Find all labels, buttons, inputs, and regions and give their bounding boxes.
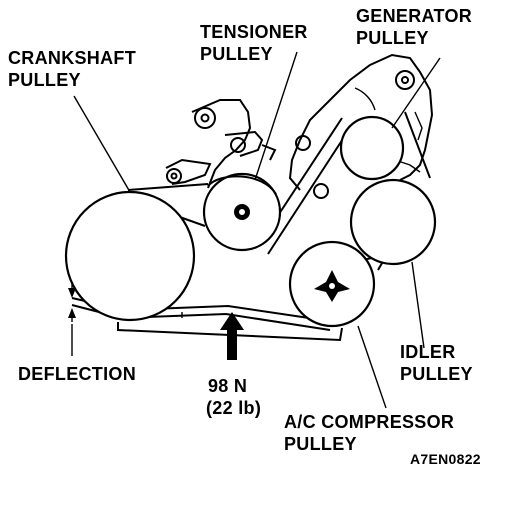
generator-pulley	[339, 115, 405, 181]
crankshaft-label-line1: CRANKSHAFT	[8, 48, 136, 68]
generator-label-line1: GENERATOR	[356, 6, 472, 26]
crankshaft-label-line2: PULLEY	[8, 70, 81, 90]
force-arrow	[220, 312, 244, 360]
force-label-line1: 98 N	[208, 376, 247, 396]
tensioner-label-line2: PULLEY	[200, 44, 273, 64]
tensioner-bracket	[165, 99, 277, 189]
ac-label-line1: A/C COMPRESSOR	[284, 412, 454, 432]
tensioner-label-line1: TENSIONER	[200, 22, 308, 42]
deflection-label: DEFLECTION	[18, 364, 136, 384]
leader-lines	[71, 51, 441, 409]
idler-label-line1: IDLER	[400, 342, 456, 362]
force-label-line2: (22 lb)	[206, 398, 261, 418]
crankshaft-pulley	[64, 190, 196, 322]
idler-pulley	[349, 178, 437, 266]
tensioner-pulley	[202, 172, 282, 252]
ac-label-line2: PULLEY	[284, 434, 357, 454]
deflection-indicator	[68, 282, 76, 322]
idler-label-line2: PULLEY	[400, 364, 473, 384]
generator-label-line2: PULLEY	[356, 28, 429, 48]
engine-bracket	[288, 53, 434, 199]
figure-code: A7EN0822	[410, 451, 481, 467]
ac-compressor-pulley	[288, 240, 376, 328]
